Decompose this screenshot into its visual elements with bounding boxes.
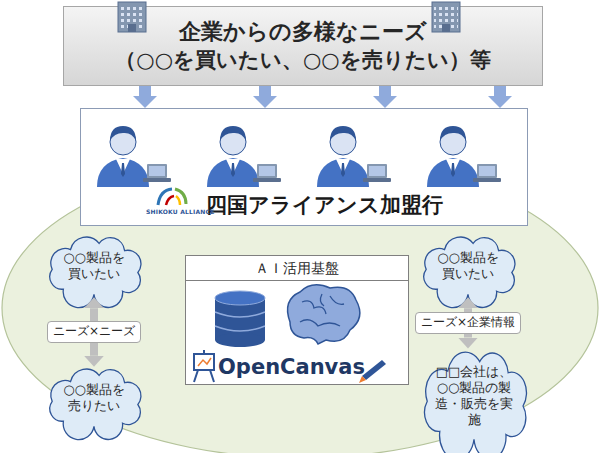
match-arrow bbox=[90, 308, 98, 356]
need-cloud: ○○製品を売りたい bbox=[43, 367, 145, 430]
node-text: ＡＩ活用基盤 bbox=[186, 256, 408, 281]
node-subtext: （○○を買いたい、○○を売りたい）等 bbox=[115, 47, 490, 74]
building-icon bbox=[432, 2, 460, 32]
node-text: ○○製品を買いたい bbox=[60, 250, 128, 283]
edge-label: ニーズ×企業情報 bbox=[415, 312, 521, 334]
edge-label: ニーズ×ニーズ bbox=[47, 321, 141, 343]
pen-icon bbox=[359, 360, 386, 383]
cloud-shape bbox=[424, 237, 515, 308]
flow-arrow bbox=[379, 86, 391, 96]
cloud-shape bbox=[50, 369, 141, 440]
staff-icon bbox=[97, 126, 171, 187]
node-text: □□会社は、○○製品の製造・販売を実施 bbox=[434, 364, 514, 429]
cloud-shape bbox=[425, 352, 527, 453]
bank-box: 四国アライアンス加盟行 bbox=[80, 108, 528, 226]
match-arrow bbox=[464, 308, 472, 337]
need-cloud: ○○製品を買いたい bbox=[417, 235, 519, 298]
node-subtext: OpenCanvas bbox=[218, 355, 365, 379]
flow-arrow bbox=[259, 86, 271, 96]
easel-icon bbox=[194, 350, 214, 382]
flow-arrow bbox=[139, 86, 151, 96]
building-icon bbox=[118, 2, 146, 32]
flow-arrow bbox=[494, 86, 506, 96]
node-text: ○○製品を買いたい bbox=[434, 250, 502, 283]
cloud-shape bbox=[50, 237, 141, 308]
staff-icon bbox=[317, 126, 391, 187]
database-icon bbox=[215, 291, 265, 347]
brain-icon bbox=[288, 285, 360, 344]
platform-box: ＡＩ活用基盤 OpenCanvas bbox=[185, 255, 409, 385]
node-text: 四国アライアンス加盟行 bbox=[206, 191, 443, 219]
need-cloud: □□会社は、○○製品の製造・販売を実施 bbox=[417, 349, 531, 444]
logo-text: SHIKOKU ALLIANCE bbox=[146, 208, 214, 215]
node-text: ○○製品を売りたい bbox=[60, 382, 128, 415]
staff-icon bbox=[207, 126, 281, 187]
need-cloud: ○○製品を買いたい bbox=[43, 235, 145, 298]
staff-icon bbox=[427, 126, 501, 187]
needs-box: 企業からの多様なニーズ（○○を買いたい、○○を売りたい）等 bbox=[63, 6, 543, 86]
alliance-logo bbox=[158, 189, 186, 205]
node-text: 企業からの多様なニーズ bbox=[179, 18, 427, 47]
